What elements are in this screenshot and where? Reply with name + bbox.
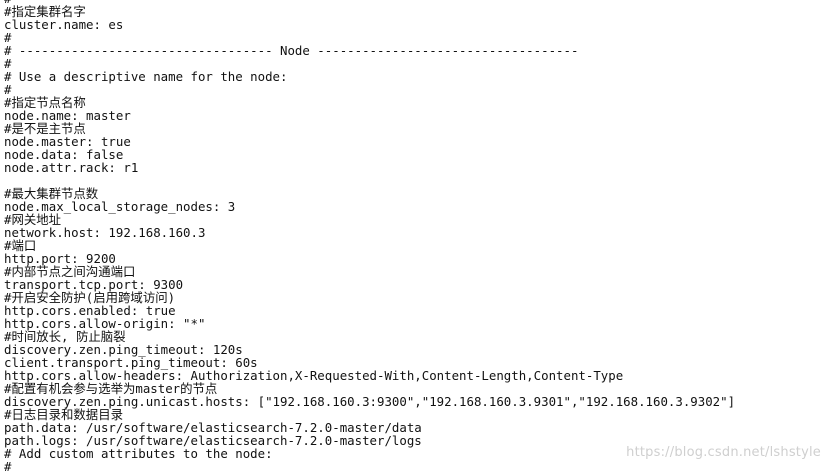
code-line: #指定节点名称 <box>4 95 86 110</box>
code-line: #网关地址 <box>4 212 62 227</box>
code-line: #内部节点之间沟通端口 <box>4 264 136 279</box>
code-line: #最大集群节点数 <box>4 186 99 201</box>
code-line: #开启安全防护(启用跨域访问) <box>4 290 176 305</box>
code-line: #指定集群名字 <box>4 4 86 19</box>
code-line: # <box>4 30 12 45</box>
code-line <box>4 174 829 187</box>
watermark-text: https://blog.csdn.net/lshstyle <box>626 445 821 460</box>
code-line: # <box>4 0 829 5</box>
code-line: discovery.zen.ping_timeout: 120s <box>4 342 243 357</box>
code-line: discovery.zen.ping.unicast.hosts: ["192.… <box>4 394 736 409</box>
code-line: #时间放长, 防止脑裂 <box>4 329 126 344</box>
code-line: http.port: 9200 <box>4 251 116 266</box>
code-line: path.data: /usr/software/elasticsearch-7… <box>4 420 422 435</box>
code-line: node.name: master <box>4 108 131 123</box>
code-line: transport.tcp.port: 9300 <box>4 277 184 292</box>
code-line: # Add custom attributes to the node: <box>4 446 273 461</box>
code-line: http.cors.allow-headers: Authorization,X… <box>4 368 624 383</box>
code-line: node.attr.rack: r1 <box>4 160 139 175</box>
code-line: node.master: true <box>4 134 131 149</box>
code-line: # <box>4 56 12 71</box>
code-line: # Use a descriptive name for the node: <box>4 69 288 84</box>
code-line: client.transport.ping_timeout: 60s <box>4 355 258 370</box>
code-line: # <box>4 82 12 97</box>
code-line: path.logs: /usr/software/elasticsearch-7… <box>4 433 422 448</box>
code-line: node.data: false <box>4 147 124 162</box>
code-line: #端口 <box>4 238 37 253</box>
code-line: #配置有机会参与选举为master的节点 <box>4 381 218 396</box>
code-line: # <box>4 459 12 474</box>
code-line: http.cors.enabled: true <box>4 303 176 318</box>
code-line: network.host: 192.168.160.3 <box>4 225 206 240</box>
code-line: http.cors.allow-origin: "*" <box>4 316 206 331</box>
code-line: #日志目录和数据目录 <box>4 407 123 422</box>
code-line: # ---------------------------------- Nod… <box>4 43 579 58</box>
code-line: #是不是主节点 <box>4 121 86 136</box>
code-line: node.max_local_storage_nodes: 3 <box>4 199 236 214</box>
code-line: cluster.name: es <box>4 17 124 32</box>
